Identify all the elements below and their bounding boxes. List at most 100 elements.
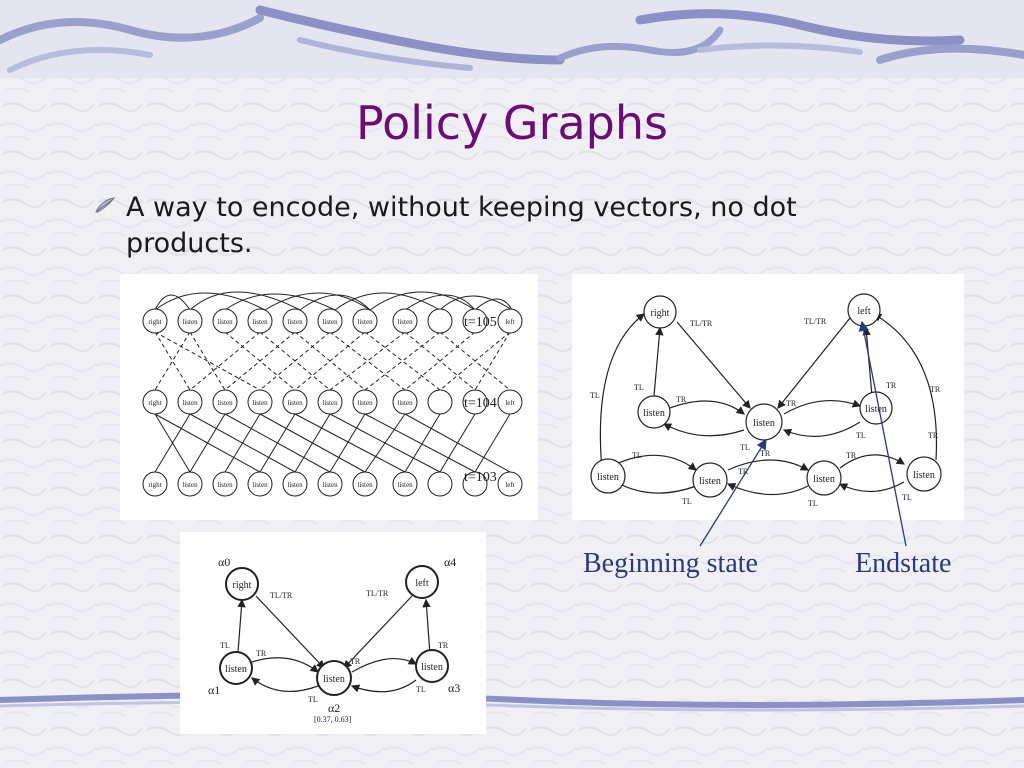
node-right: right bbox=[651, 308, 670, 319]
node-listen: listen bbox=[699, 476, 721, 487]
node-listen: listen bbox=[865, 404, 887, 415]
graph-bottom-edge-labels: TL/TR TL/TR TL TR TR TL TR TL bbox=[220, 589, 449, 704]
edge-label: TL bbox=[740, 443, 750, 452]
trellis-row-1 bbox=[142, 308, 523, 334]
policy-graph-bottom-svg: right left listen listen listen α0 α4 α1… bbox=[208, 555, 460, 724]
trellis-node: listen bbox=[322, 318, 338, 326]
trellis-node: left bbox=[505, 399, 514, 407]
edge-label: TR bbox=[256, 649, 267, 658]
node-listen: listen bbox=[323, 674, 345, 685]
node-listen: listen bbox=[421, 662, 443, 673]
slide-title: Policy Graphs bbox=[355, 96, 668, 150]
node-listen: listen bbox=[643, 408, 665, 419]
edge-label: TR bbox=[350, 657, 361, 666]
edge-label: TL bbox=[808, 499, 818, 508]
trellis-svg: right listen listen listen listen listen… bbox=[142, 291, 523, 497]
graph-bottom-alphas: α0 α4 α1 α2 α3 bbox=[208, 555, 460, 715]
edge-label: TL bbox=[682, 497, 692, 506]
row-label-t103: t=103 bbox=[464, 470, 497, 485]
trellis-node: left bbox=[505, 318, 514, 326]
feather-bullet-icon bbox=[95, 197, 116, 213]
edge-label: TL bbox=[902, 493, 912, 502]
edge-label: TL/TR bbox=[366, 589, 389, 598]
edge-label: TR bbox=[676, 395, 687, 404]
row-label-t104: t=104 bbox=[464, 396, 497, 411]
trellis-row-3 bbox=[142, 471, 523, 497]
trellis-links-lower bbox=[154, 413, 511, 473]
edge-label: TR bbox=[738, 467, 749, 476]
trellis-row-2 bbox=[142, 389, 523, 415]
trellis-node: listen bbox=[217, 318, 233, 326]
trellis-node: listen bbox=[182, 399, 198, 407]
trellis-node: listen bbox=[182, 481, 198, 489]
trellis-node: right bbox=[148, 481, 161, 489]
edge-label: TL bbox=[634, 383, 644, 392]
trellis-node: listen bbox=[217, 481, 233, 489]
edge-label: TL bbox=[220, 641, 230, 650]
graph-right-nodes bbox=[590, 293, 942, 498]
trellis-node: listen bbox=[322, 481, 338, 489]
alpha-label: α3 bbox=[448, 681, 460, 695]
graph-right-edge-labels: TL/TR TL/TR TL TR TR TL TR TL TR TL TL T… bbox=[590, 317, 941, 508]
edge-label: TL bbox=[590, 391, 600, 400]
node-left: left bbox=[857, 306, 871, 317]
edge-label: TL bbox=[632, 451, 642, 460]
edge-label: TR bbox=[928, 431, 939, 440]
endstate-arrow bbox=[858, 320, 907, 547]
policy-graph-right-svg: right left listen listen listen listen l… bbox=[590, 293, 942, 508]
row-label-t105: t=105 bbox=[464, 315, 497, 330]
top-swoosh-band bbox=[0, 0, 1024, 78]
beginning-state-arrow bbox=[699, 438, 767, 547]
node-right: right bbox=[233, 580, 252, 591]
endstate-label: Endstate bbox=[855, 548, 952, 579]
trellis-links bbox=[154, 331, 511, 391]
alpha-label: α1 bbox=[208, 683, 220, 697]
graph-right-node-labels: right left listen listen listen listen l… bbox=[597, 306, 935, 487]
alpha-label: α0 bbox=[218, 555, 230, 569]
trellis-node: listen bbox=[252, 318, 268, 326]
trellis-node: listen bbox=[287, 318, 303, 326]
node-listen: listen bbox=[913, 470, 935, 481]
trellis-node: listen bbox=[357, 318, 373, 326]
trellis-node: right bbox=[148, 318, 161, 326]
trellis-node: listen bbox=[397, 399, 413, 407]
graph-bottom-edges bbox=[237, 595, 431, 693]
trellis-node: listen bbox=[322, 399, 338, 407]
node-listen: listen bbox=[597, 472, 619, 483]
policy-graph-bottom: right left listen listen listen α0 α4 α1… bbox=[180, 532, 486, 734]
beginning-state-label: Beginning state bbox=[583, 548, 758, 579]
graph-right-edges bbox=[599, 313, 938, 496]
trellis-node: listen bbox=[397, 318, 413, 326]
trellis-row-labels: t=105 t=104 t=103 bbox=[464, 315, 497, 485]
node-listen: listen bbox=[225, 664, 247, 675]
trellis-diagram: right listen listen listen listen listen… bbox=[120, 274, 538, 520]
edge-label: TR bbox=[438, 641, 449, 650]
policy-graph-right: right left listen listen listen listen l… bbox=[572, 274, 964, 520]
edge-label: TR bbox=[930, 385, 941, 394]
node-left: left bbox=[415, 578, 429, 589]
trellis-node: left bbox=[505, 481, 514, 489]
edge-label: TL/TR bbox=[690, 319, 713, 328]
node-listen: listen bbox=[813, 474, 835, 485]
alpha-label: α4 bbox=[444, 555, 456, 569]
edge-label: TL bbox=[308, 695, 318, 704]
trellis-node: listen bbox=[357, 399, 373, 407]
alpha-label: α2 bbox=[328, 701, 340, 715]
trellis-node: right bbox=[148, 399, 161, 407]
edge-label: TR bbox=[786, 399, 797, 408]
trellis-node: listen bbox=[397, 481, 413, 489]
node-listen-begin: listen bbox=[753, 418, 775, 429]
trellis-node: listen bbox=[357, 481, 373, 489]
trellis-node: listen bbox=[252, 481, 268, 489]
graph-bottom-node-labels: right left listen listen listen bbox=[225, 578, 443, 685]
graph-bottom-nodes bbox=[219, 565, 449, 696]
trellis-node: listen bbox=[252, 399, 268, 407]
edge-label: TR bbox=[760, 449, 771, 458]
trellis-node: listen bbox=[182, 318, 198, 326]
trellis-node: listen bbox=[287, 481, 303, 489]
edge-label: TL bbox=[856, 431, 866, 440]
alpha-vector: [0.37, 0.63] bbox=[314, 715, 352, 724]
trellis-node-labels: right listen listen listen listen listen… bbox=[148, 318, 514, 489]
edge-label: TR bbox=[886, 381, 897, 390]
edge-label: TL/TR bbox=[804, 317, 827, 326]
